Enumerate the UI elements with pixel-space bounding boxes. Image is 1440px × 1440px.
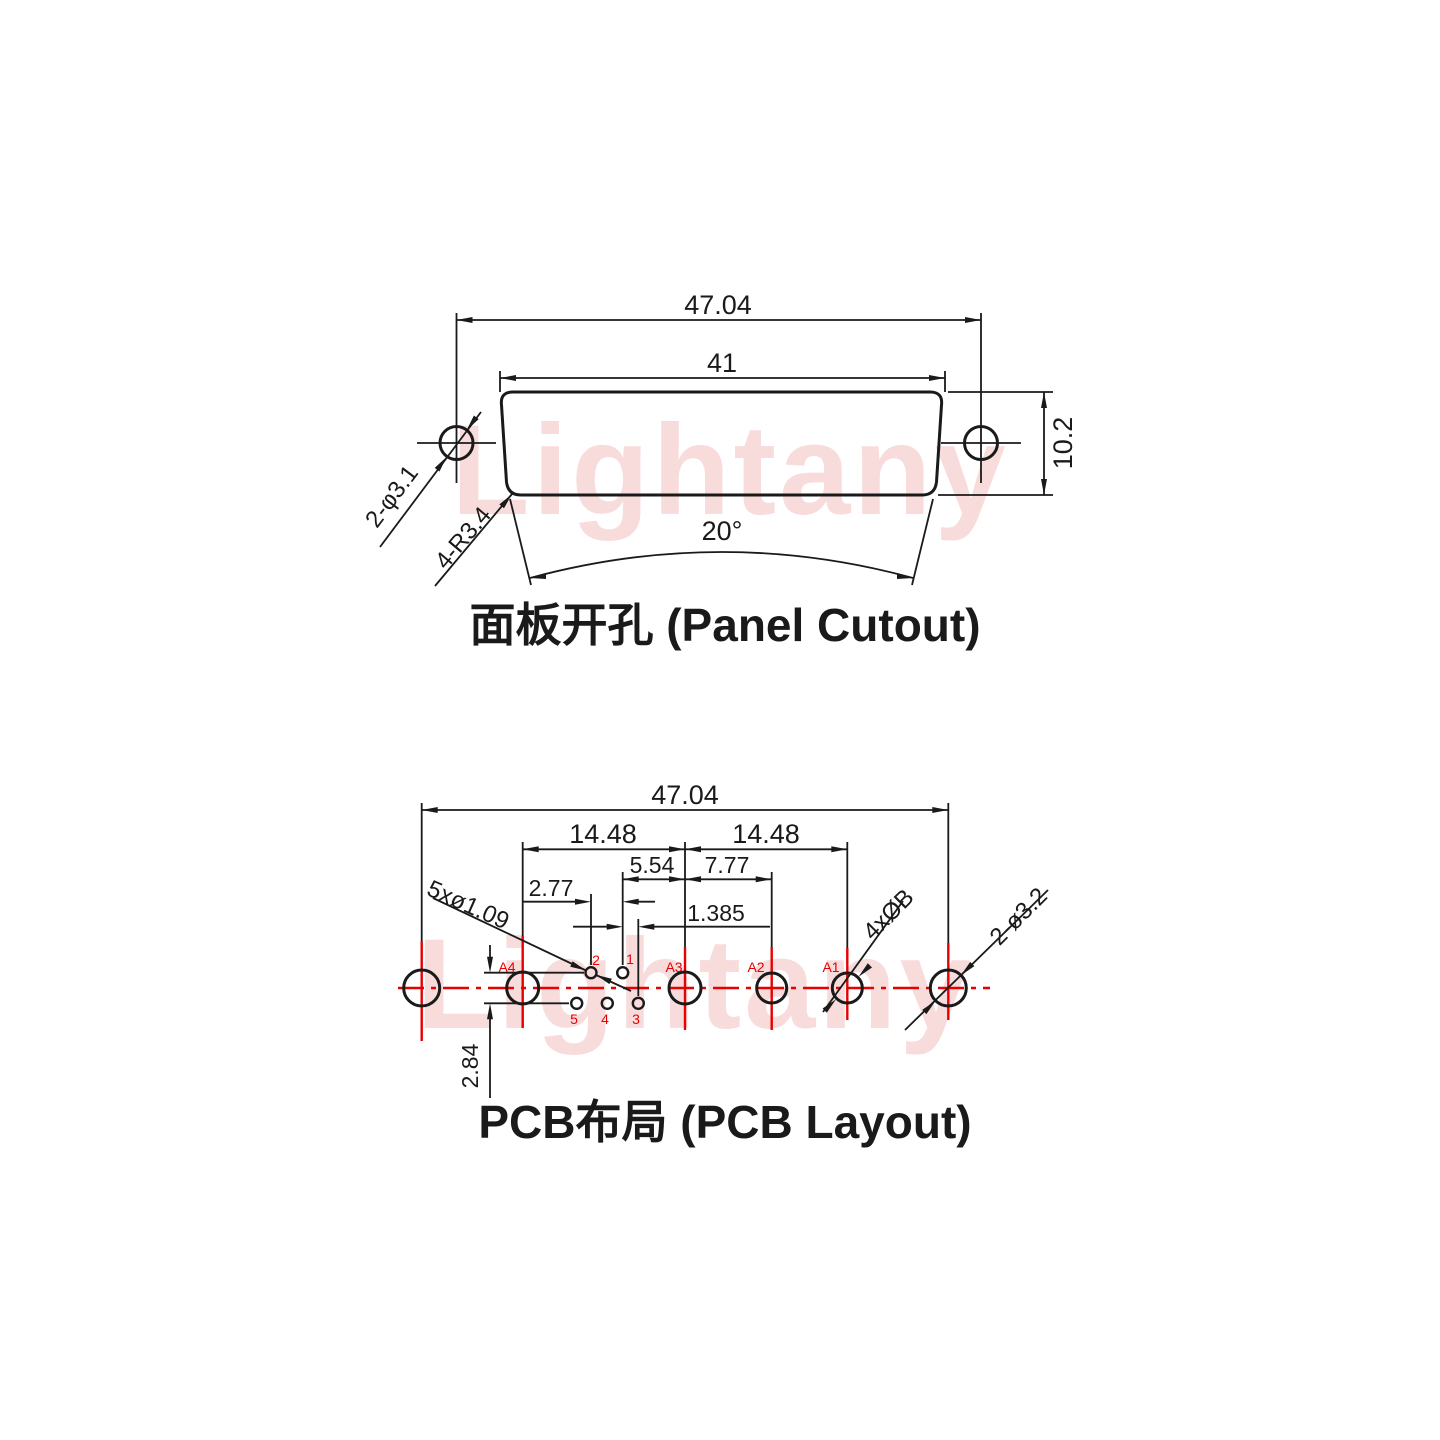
pcb-layout-title: PCB布局 (PCB Layout) [478, 1096, 971, 1148]
watermark-bottom: Lightany [416, 913, 973, 1056]
pcb-mount-holes-label: 2-ø3.2 [985, 883, 1053, 951]
contact-hole-a4 [505, 970, 541, 1006]
pin-hole-5 [570, 996, 584, 1010]
pin-label-3: 3 [632, 1011, 640, 1027]
dim-text: 7.77 [705, 852, 750, 878]
dim-text: 1.385 [687, 900, 745, 926]
dim-pcb-2-84: 2.84 [457, 945, 493, 1098]
dim-text: 2.77 [529, 875, 574, 901]
dim-pcb-1-385: 1.385 [573, 900, 770, 930]
contact-hole-a2 [755, 971, 789, 1005]
contact-label-a2: A2 [747, 959, 764, 975]
panel-mount-hole-right [963, 425, 999, 461]
panel-cutout-outline [499, 390, 944, 497]
pin-hole-3 [631, 996, 645, 1010]
contact-hole-a3 [667, 970, 703, 1006]
mount-hole-dia-label: 2-φ3.1 [360, 460, 424, 532]
contact-label-a3: A3 [665, 959, 682, 975]
dim-pcb-14-48-left: 14.48 [522, 819, 685, 853]
dim-panel-41: 41 [499, 348, 946, 392]
dim-text: 14.48 [569, 819, 637, 849]
dim-text: 41 [707, 348, 737, 378]
contact-label-a4: A4 [498, 959, 515, 975]
pin-label-4: 4 [601, 1011, 609, 1027]
pin-label-2: 2 [592, 952, 600, 968]
dim-text: 47.04 [684, 290, 752, 320]
pin-hole-1 [616, 966, 630, 980]
dim-panel-47-04: 47.04 [456, 290, 981, 323]
dim-pcb-47-04: 47.04 [421, 780, 949, 813]
contact-label-a1: A1 [822, 959, 839, 975]
dim-text: 5.54 [630, 852, 675, 878]
dim-panel-angle-20: 20° [509, 498, 934, 586]
dim-pcb-7-77: 7.77 [685, 852, 772, 883]
dim-pcb-14-48-right: 14.48 [685, 819, 848, 853]
dim-text: 10.2 [1048, 417, 1078, 470]
pin-label-5: 5 [570, 1011, 578, 1027]
pin-hole-4 [600, 996, 614, 1010]
dim-pcb-5-54: 5.54 [622, 852, 685, 883]
contact-hole-a1 [830, 971, 864, 1005]
dim-panel-10-2: 10.2 [938, 391, 1078, 496]
pcb-layout-drawing: 47.04 14.48 14.48 5.54 7.77 [398, 780, 1053, 1148]
dim-text: 14.48 [732, 819, 800, 849]
pcb-mount-hole-right [928, 968, 968, 1008]
dim-text: 2.84 [457, 1043, 483, 1088]
dim-text: 47.04 [651, 780, 719, 810]
panel-cutout-title: 面板开孔 (Panel Cutout) [469, 599, 980, 651]
pcb-mount-hole-left [402, 968, 442, 1008]
panel-mount-hole-left [438, 425, 475, 461]
dim-text: 20° [702, 516, 743, 546]
pin-hole-2 [584, 966, 598, 980]
dim-pcb-2-77: 2.77 [523, 875, 655, 905]
watermark-top: Lightany [451, 399, 1008, 542]
pin-label-1: 1 [626, 951, 634, 967]
